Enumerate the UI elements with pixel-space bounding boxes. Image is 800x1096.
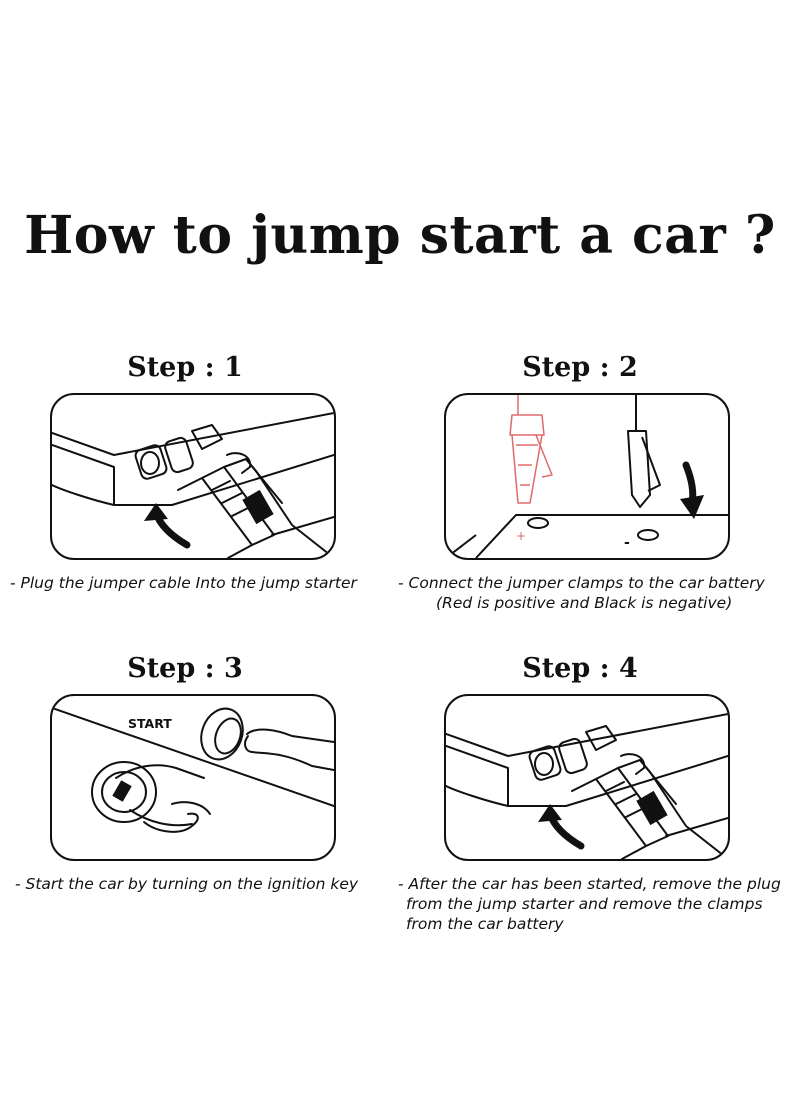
- step-4-label: Step : 4: [522, 653, 638, 684]
- step-2-caption: - Connect the jumper clamps to the car b…: [398, 573, 765, 613]
- step-2-caption-line-2: (Red is positive and Black is negative): [436, 594, 733, 612]
- step-3-caption-line: - Start the car by turning on the igniti…: [15, 875, 359, 893]
- step-4-illustration: [444, 694, 730, 861]
- ignition-key-icon: START: [52, 707, 334, 833]
- step-4-caption: - After the car has been started, remove…: [398, 874, 781, 934]
- step-2-label: Step : 2: [522, 352, 638, 383]
- negative-sign: -: [624, 535, 630, 551]
- step-2-illustration: + -: [444, 393, 730, 560]
- step-3-illustration: START: [50, 694, 336, 861]
- step-2-caption-line-1: - Connect the jumper clamps to the car b…: [398, 574, 765, 592]
- remove-plug-icon: [446, 713, 728, 859]
- step-1-caption: - Plug the jumper cable Into the jump st…: [10, 573, 357, 593]
- step-4-caption-line-3: from the car battery: [406, 915, 564, 933]
- step-3-label: Step : 3: [127, 653, 243, 684]
- jump-starter-plug-icon: [52, 412, 334, 558]
- positive-sign: +: [516, 529, 526, 543]
- step-3-caption: - Start the car by turning on the igniti…: [15, 874, 358, 894]
- step-1-illustration: [50, 393, 336, 560]
- step-4-caption-line-1: - After the car has been started, remove…: [398, 875, 781, 893]
- step-1-caption-line: - Plug the jumper cable Into the jump st…: [10, 574, 357, 592]
- step-1-label: Step : 1: [127, 352, 243, 383]
- page-title: How to jump start a car ?: [24, 205, 776, 266]
- battery-clamp-icon: + -: [446, 395, 728, 558]
- start-button-text: START: [128, 716, 172, 731]
- step-4-caption-line-2: from the jump starter and remove the cla…: [406, 895, 763, 913]
